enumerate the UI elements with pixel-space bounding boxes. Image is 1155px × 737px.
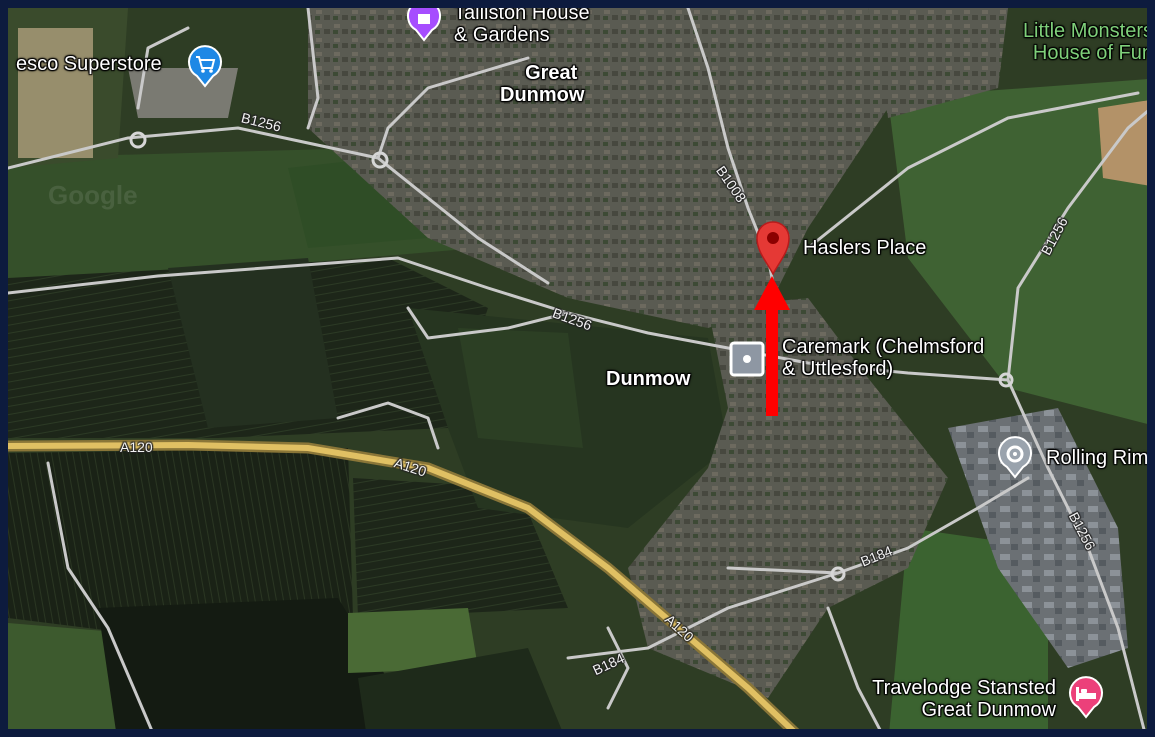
poi-label-travelodge[interactable]: Travelodge Stansted Great Dunmow (828, 677, 1056, 721)
road-label-a120: A120 (120, 439, 153, 455)
place-label-line: Great (525, 62, 578, 84)
poi-label-line: House of Fun (1032, 42, 1153, 64)
poi-label-gardens[interactable]: Talliston House & Gardens (454, 2, 590, 46)
poi-label-line: Travelodge Stansted (872, 677, 1056, 699)
place-icon[interactable] (995, 435, 1035, 479)
map-pin-icon[interactable] (753, 218, 793, 276)
poi-label-tesco[interactable]: esco Superstore (16, 53, 162, 75)
poi-label-line: & Gardens (454, 24, 550, 46)
poi-label-line: Talliston House (454, 2, 590, 24)
poi-label-little-monsters[interactable]: Little Monsters House of Fun (991, 20, 1153, 64)
poi-label-line: Little Monsters (1022, 20, 1153, 42)
attraction-icon[interactable] (404, 4, 444, 42)
bed-icon[interactable] (1066, 675, 1106, 719)
poi-label-line: Great Dunmow (921, 699, 1057, 721)
business-icon[interactable] (729, 341, 765, 377)
poi-label-caremark[interactable]: Caremark (Chelmsford & Uttlesford) (782, 336, 984, 380)
place-label-dunmow[interactable]: Dunmow (606, 368, 691, 390)
poi-label-line: & Uttlesford) (782, 358, 894, 380)
place-label-line: Dunmow (500, 84, 585, 106)
place-label-great-dunmow[interactable]: Great Dunmow (500, 62, 584, 106)
satellite-map[interactable] (8, 8, 1155, 737)
poi-label-line: Caremark (Chelmsford (782, 336, 985, 358)
poi-label-rolling-rims[interactable]: Rolling Rims (1046, 447, 1155, 469)
map-watermark: Google (48, 180, 138, 210)
arrow-up-icon (754, 276, 790, 416)
shopping-cart-icon[interactable] (185, 44, 225, 88)
poi-label-haslers-place[interactable]: Haslers Place (803, 237, 927, 259)
